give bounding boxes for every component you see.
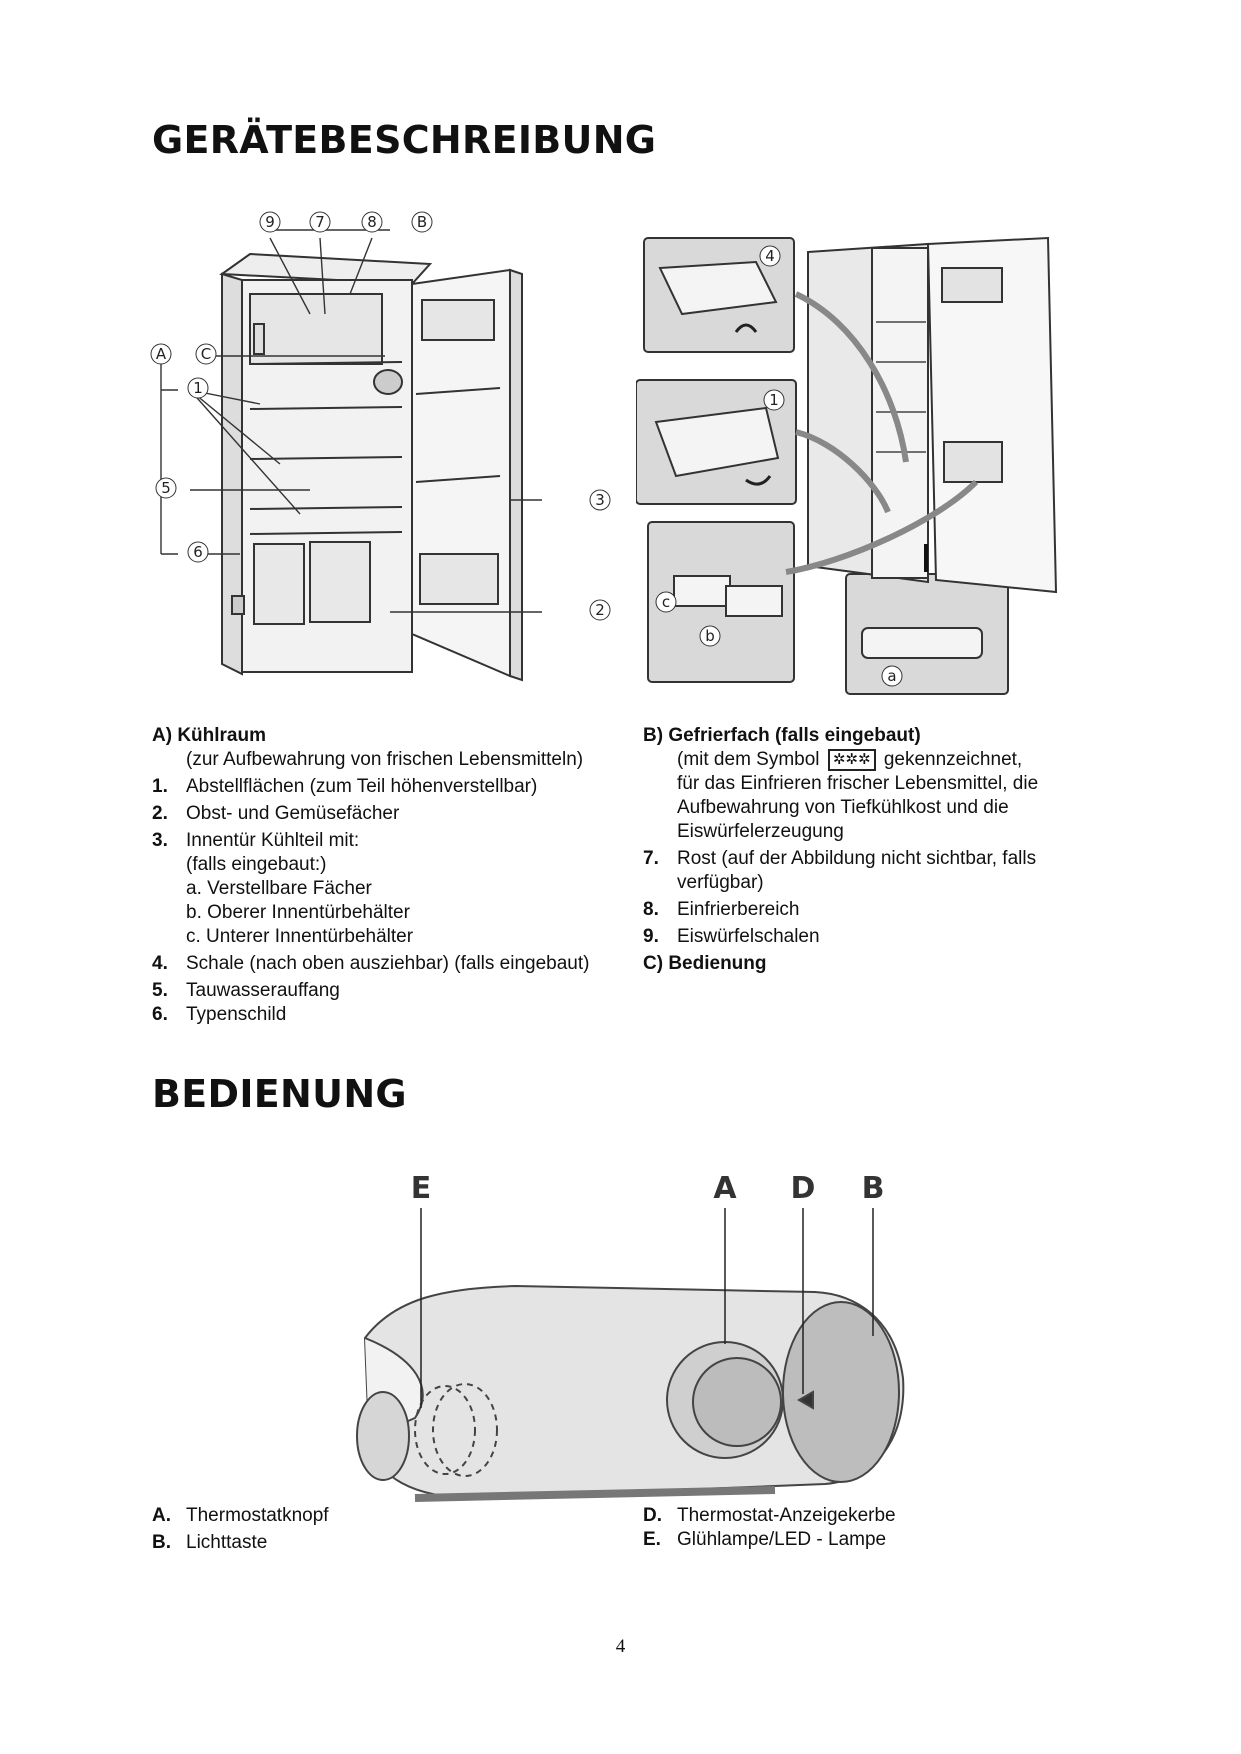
detail-label-c: c — [662, 593, 670, 611]
note-line: Aufbewahrung von Tiefkühlkost und die — [677, 797, 1009, 818]
sub-line: c. Unterer Innentürbehälter — [186, 926, 414, 947]
heading-note: (mit dem Symbol ✲✲✲ gekennzeichnet, — [677, 749, 1023, 771]
label-8: 8 — [367, 213, 377, 231]
list-item: 3. Innentür Kühlteil mit: — [152, 830, 360, 851]
label-A: A — [156, 345, 167, 363]
control-list-left: A. Thermostatknopf B. Lichttaste — [152, 1504, 552, 1555]
detail-label-b: b — [705, 627, 715, 645]
cooling-compartment-list: A) Kühlraum (zur Aufbewahrung von frisch… — [152, 724, 622, 1027]
control-list-right: D. Thermostat-Anzeigekerbe E. Glühlampe/… — [643, 1504, 1083, 1552]
label-5: 5 — [161, 479, 171, 497]
list-item: D. Thermostat-Anzeigekerbe — [643, 1505, 896, 1526]
list-item: 5. Tauwasserauffang — [152, 980, 340, 1001]
heading-gefrierfach: B) Gefrierfach (falls eingebaut) — [643, 725, 921, 746]
label-3: 3 — [595, 491, 605, 509]
list-item: 6. Typenschild — [152, 1004, 287, 1025]
label-6: 6 — [193, 543, 203, 561]
letter-A: A — [713, 1171, 737, 1206]
note-line: Eiswürfelerzeugung — [677, 821, 844, 842]
note-line: für das Einfrieren frischer Lebensmittel… — [677, 773, 1039, 794]
letter-B: B — [862, 1171, 885, 1206]
detail-label-1: 1 — [769, 391, 779, 409]
label-7: 7 — [315, 213, 325, 231]
letter-D: D — [791, 1171, 816, 1206]
detail-illustration: 4 1 c b a — [636, 236, 1058, 695]
heading-kuehlraum: A) Kühlraum — [152, 725, 266, 746]
label-2: 2 — [595, 601, 605, 619]
control-panel-illustration: E A D B — [356, 1171, 905, 1502]
label-C: C — [201, 345, 211, 363]
list-item: 1. Abstellflächen (zum Teil höhenverstel… — [152, 776, 538, 797]
page-title: GERÄTEBESCHREIBUNG — [152, 118, 657, 162]
label-B: B — [417, 213, 427, 231]
list-item: B. Lichttaste — [152, 1532, 268, 1553]
detail-label-4: 4 — [765, 247, 775, 265]
list-item: E. Glühlampe/LED - Lampe — [643, 1529, 887, 1550]
list-item: 9. Eiswürfelschalen — [643, 926, 820, 947]
sub-line: (falls eingebaut:) — [186, 854, 327, 875]
list-item: 7. Rost (auf der Abbildung nicht sichtba… — [643, 848, 1037, 893]
fridge-illustration: 9 7 8 B A C 1 5 6 3 2 — [150, 211, 611, 682]
label-1: 1 — [193, 379, 203, 397]
letter-E: E — [411, 1171, 432, 1206]
freezer-compartment-list: B) Gefrierfach (falls eingebaut) (mit de… — [643, 724, 1083, 976]
label-9: 9 — [265, 213, 275, 231]
list-item: 8. Einfrierbereich — [643, 899, 800, 920]
freezer-star-icon: ✲✲✲ — [827, 749, 876, 771]
page-number: 4 — [615, 1636, 626, 1657]
sub-line: a. Verstellbare Fächer — [186, 878, 372, 899]
section-title-bedienung: BEDIENUNG — [152, 1072, 407, 1116]
heading-note: (zur Aufbewahrung von frischen Lebensmit… — [186, 749, 584, 770]
list-item: 4. Schale (nach oben ausziehbar) (falls … — [152, 953, 590, 974]
list-item: 2. Obst- und Gemüsefächer — [152, 803, 400, 824]
sub-line: b. Oberer Innentürbehälter — [186, 902, 410, 923]
list-item: A. Thermostatknopf — [152, 1505, 329, 1526]
detail-label-a: a — [887, 667, 896, 685]
heading-bedienung: C) Bedienung — [643, 953, 767, 974]
